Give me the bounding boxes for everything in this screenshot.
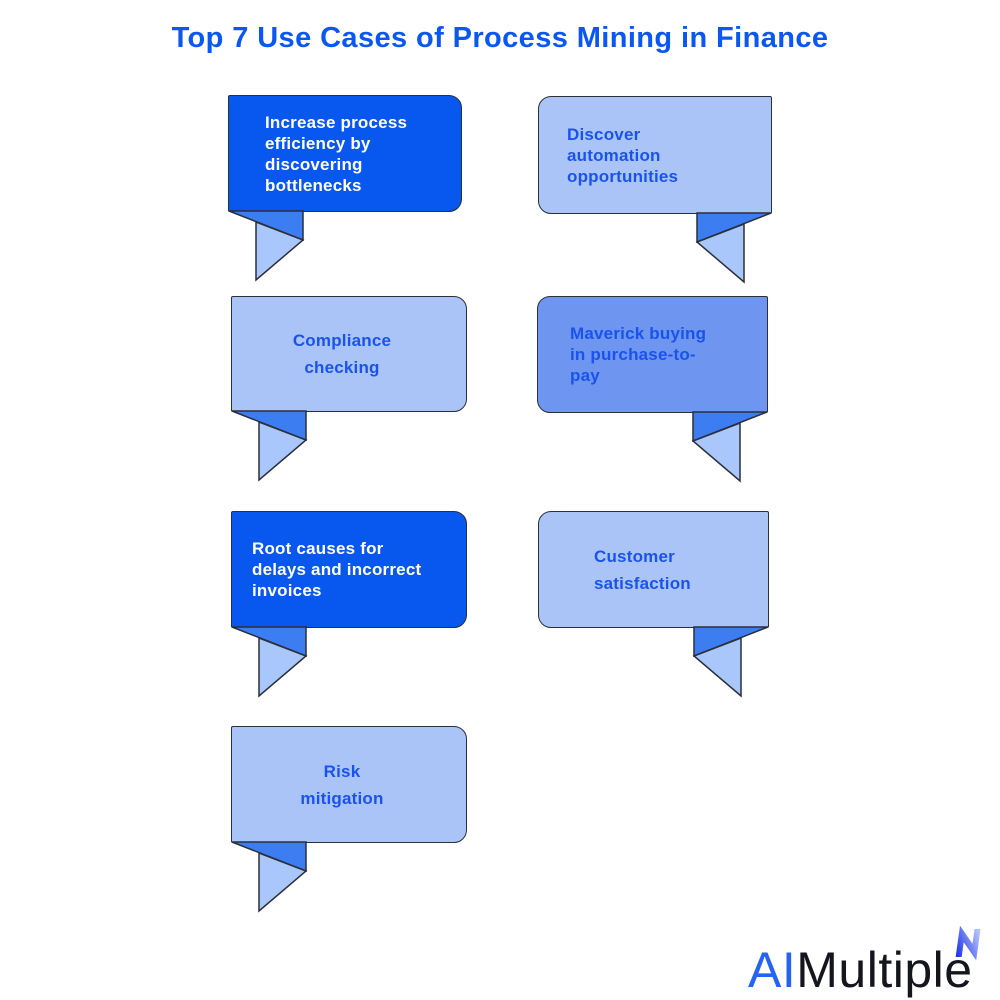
bubble-text: Increase process efficiency by discoveri… [265, 112, 408, 195]
speech-tail-icon [231, 410, 308, 482]
bubble-text: Maverick buying in purchase-to- pay [570, 324, 707, 385]
bubble-customer-satisfaction: Customer satisfaction [538, 511, 769, 698]
bubble-text: Risk mitigation [300, 761, 384, 808]
aimultiple-logo: AIMultiple [748, 926, 981, 998]
logo-ai-text: AI [748, 942, 797, 998]
page-title: Top 7 Use Cases of Process Mining in Fin… [171, 22, 829, 54]
speech-tail-icon [692, 626, 769, 698]
bubble-text: Discover automation opportunities [567, 124, 679, 186]
bubble-compliance-checking: Compliance checking [231, 296, 467, 482]
logo-multiple-text: Multiple [796, 942, 973, 998]
speech-tail-icon [231, 626, 308, 698]
bubble-root-causes: Root causes for delays and incorrect inv… [231, 511, 467, 698]
speech-tail-icon [695, 212, 772, 284]
speech-tail-icon [691, 411, 768, 483]
bubble-risk-mitigation: Risk mitigation [231, 726, 467, 913]
speech-tail-icon [228, 210, 305, 282]
bubble-text: Customer satisfaction [594, 546, 691, 593]
bubble-increase-process-efficiency: Increase process efficiency by discoveri… [228, 95, 462, 282]
bubble-discover-automation: Discover automation opportunities [538, 96, 772, 284]
speech-tail-icon [231, 841, 308, 913]
logo-bolt-zigzag-icon [955, 926, 981, 960]
bubble-text: Compliance checking [292, 331, 392, 377]
bubble-text: Root causes for delays and incorrect inv… [252, 539, 422, 600]
bubble-maverick-buying: Maverick buying in purchase-to- pay [537, 296, 768, 483]
